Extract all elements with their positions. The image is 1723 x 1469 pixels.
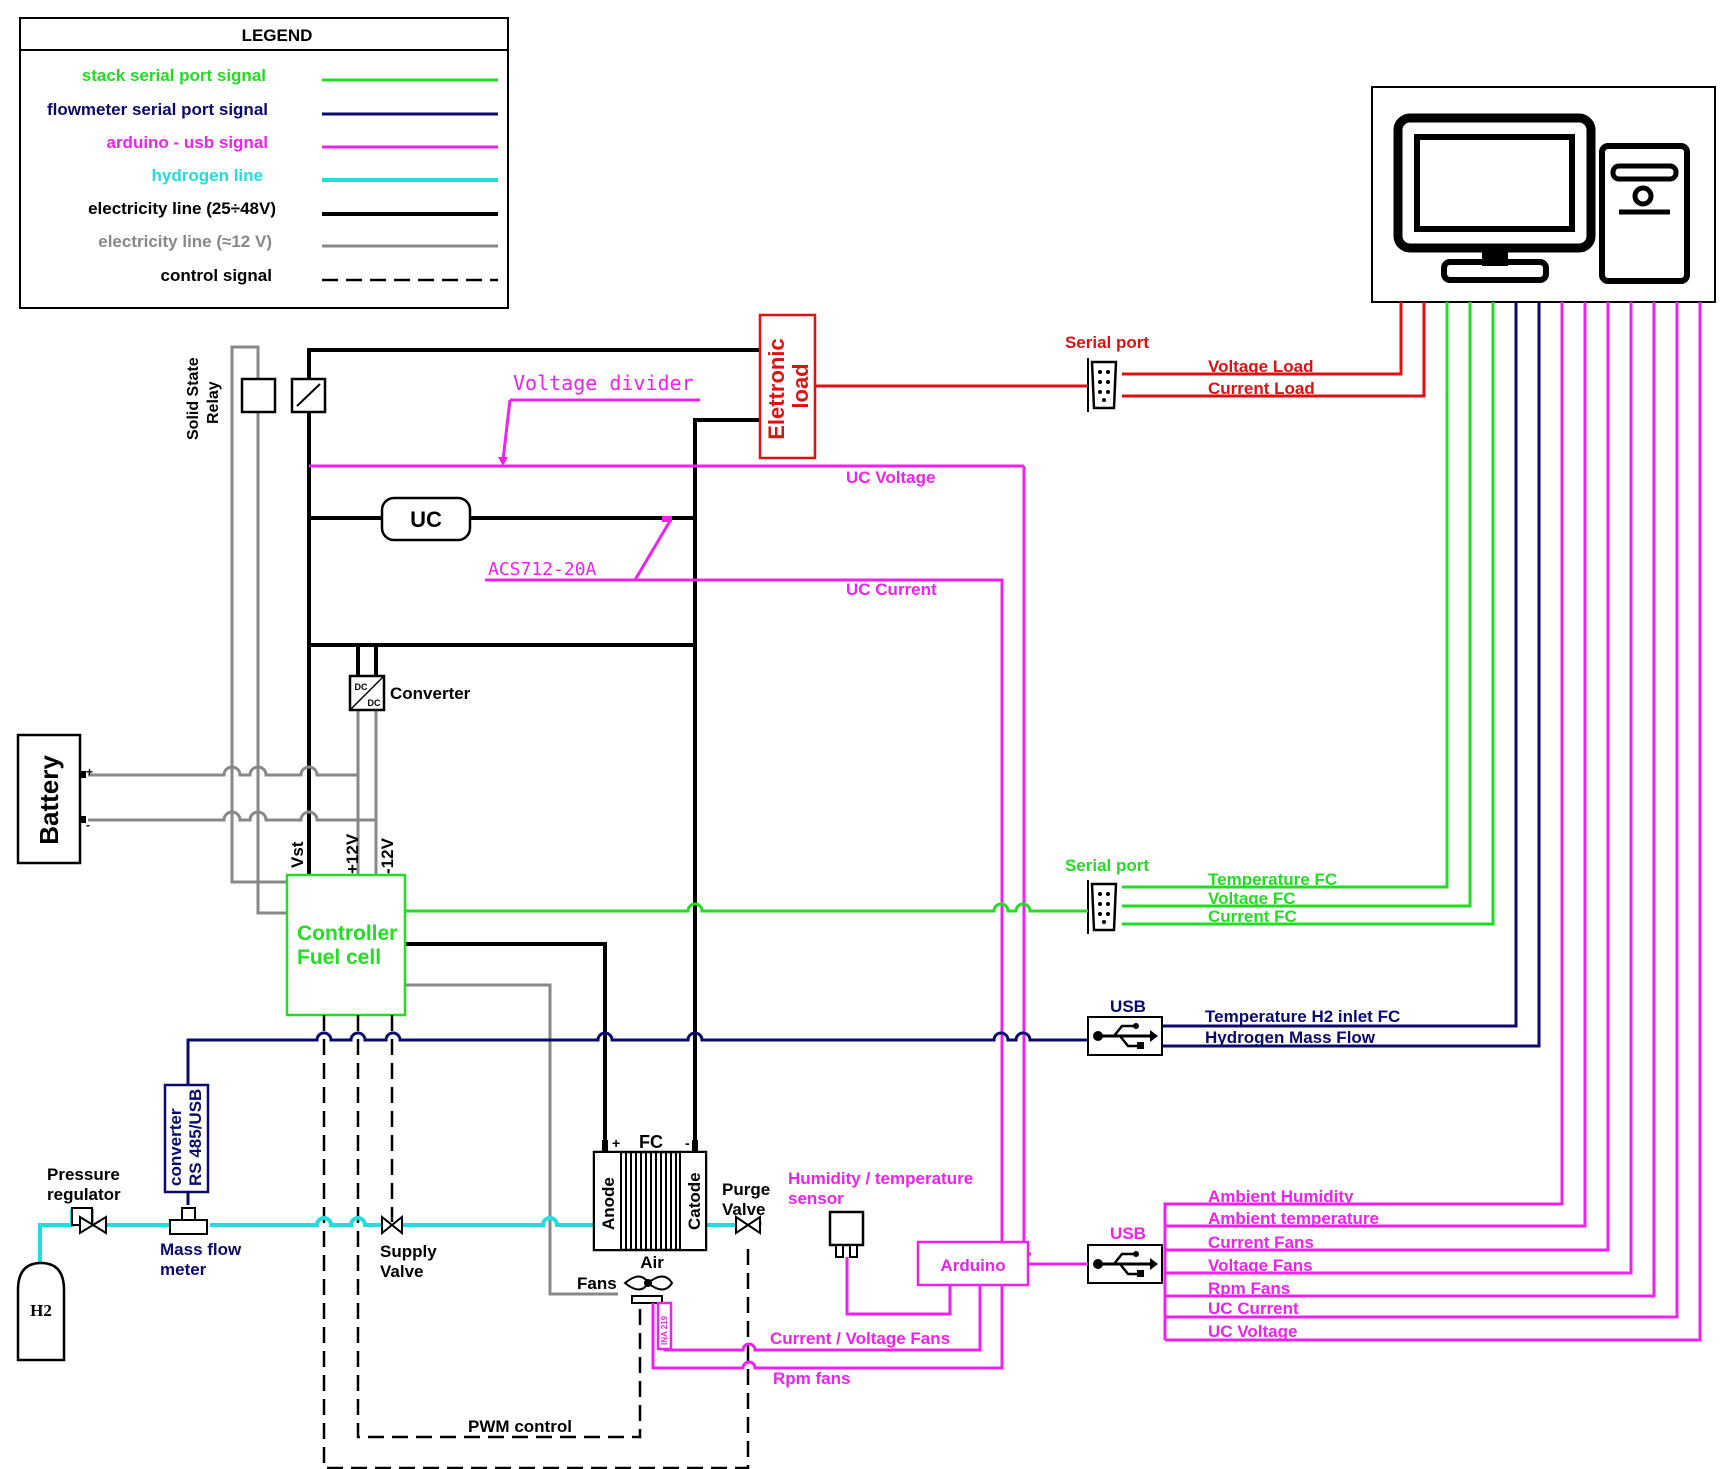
supply-valve xyxy=(381,1214,403,1236)
mass-flow-label: Mass flow meter xyxy=(160,1240,246,1279)
tower-icon xyxy=(1599,143,1690,284)
legend-label-elec48: electricity line (25÷48V) xyxy=(88,199,276,218)
controller-label: Controller Fuel cell xyxy=(297,922,403,969)
relay-label: Solid State Relay xyxy=(185,353,222,440)
usb-icon xyxy=(1093,1251,1158,1277)
battery-label: Battery xyxy=(34,755,64,845)
power-wiring xyxy=(88,345,760,1296)
air-label: Air xyxy=(640,1253,664,1272)
label-temp-h2: Temperature H2 inlet FC xyxy=(1205,1007,1400,1026)
battery xyxy=(16,733,82,865)
label-current-load: Current Load xyxy=(1208,379,1315,398)
converter-label: Converter xyxy=(390,684,471,703)
pressure-regulator xyxy=(71,1207,107,1235)
fc-minus: - xyxy=(685,1135,690,1151)
uc-voltage-label: UC Voltage xyxy=(846,468,935,487)
electronic-load-label: Elettronic load xyxy=(764,332,813,440)
minus12-label: -12V xyxy=(378,837,397,874)
current-voltage-fans-label: Current / Voltage Fans xyxy=(770,1329,950,1348)
label-voltage-fans: Voltage Fans xyxy=(1208,1256,1313,1275)
legend-label-hydrogen: hydrogen line xyxy=(152,166,263,185)
legend-label-control: control signal xyxy=(161,266,272,285)
rpm-fans-label: Rpm fans xyxy=(773,1369,850,1388)
label-uc-voltage-right: UC Voltage xyxy=(1208,1322,1297,1341)
usb-icon xyxy=(1093,1023,1158,1049)
legend-label-arduino: arduino - usb signal xyxy=(106,133,268,152)
fan-icon xyxy=(623,1275,674,1304)
acs712-label: ACS712-20A xyxy=(488,559,597,580)
voltage-divider-label: Voltage divider xyxy=(513,371,694,395)
fans-label: Fans xyxy=(577,1274,617,1293)
h2-tank: H2 xyxy=(16,1261,66,1362)
dc-dc-converter: DC DC xyxy=(348,674,386,712)
label-uc-current-right: UC Current xyxy=(1208,1299,1299,1318)
label-ambient-humidity: Ambient Humidity xyxy=(1208,1187,1354,1206)
purge-valve xyxy=(735,1215,761,1235)
relay-box-1 xyxy=(240,377,277,414)
label-h2-flow: Hydrogen Mass Flow xyxy=(1205,1028,1376,1047)
rs485-label: converter RS 485/USB xyxy=(166,1089,205,1186)
battery-minus: - xyxy=(86,818,90,832)
supply-valve-label: Supply Valve xyxy=(380,1242,441,1281)
legend-label-stack: stack serial port signal xyxy=(82,66,266,85)
ina219-label: INA 219 xyxy=(660,1315,669,1345)
electronic-load xyxy=(758,313,817,460)
humidity-sensor-label: Humidity / temperature sensor xyxy=(788,1169,978,1208)
mass-flow-meter xyxy=(169,1219,208,1235)
vst-label: Vst xyxy=(288,841,307,868)
usb-port-mid-label: USB xyxy=(1110,997,1146,1016)
legend-label-elec12: electricity line (≈12 V) xyxy=(98,232,272,251)
pwm-label: PWM control xyxy=(468,1417,572,1436)
label-current-fc: Current FC xyxy=(1208,907,1297,926)
uc-current-label: UC Current xyxy=(846,580,937,599)
monitor-icon xyxy=(1393,113,1596,283)
dc-top-label: DC xyxy=(355,682,368,692)
humidity-sensor xyxy=(828,1210,865,1258)
uc-capacitor xyxy=(380,496,472,542)
catode-label: Catode xyxy=(685,1172,704,1230)
label-ambient-temperature: Ambient temperature xyxy=(1208,1209,1379,1228)
uc-label: UC xyxy=(410,507,442,532)
h2-label: H2 xyxy=(30,1301,52,1320)
label-voltage-fc: Voltage FC xyxy=(1208,889,1296,908)
label-temperature-fc: Temperature FC xyxy=(1208,870,1337,889)
computer-cables xyxy=(1122,302,1702,1342)
legend-label-flowmeter: flowmeter serial port signal xyxy=(47,100,268,119)
control-lines xyxy=(322,1015,750,1469)
usb-port-mid: USB xyxy=(1087,997,1163,1056)
purge-valve-label: Purge Valve xyxy=(722,1180,775,1219)
computer xyxy=(1371,86,1716,303)
db9-connector-icon xyxy=(1090,360,1118,410)
signal-labels: Voltage Load Current Load Temperature FC… xyxy=(1205,357,1400,1341)
label-current-fans: Current Fans xyxy=(1208,1233,1314,1252)
fc-label: FC xyxy=(639,1132,663,1152)
arduino-label: Arduino xyxy=(940,1256,1005,1275)
serial-port-mid-label: Serial port xyxy=(1065,856,1149,875)
dc-bottom-label: DC xyxy=(368,698,381,708)
fan-signal-lines xyxy=(651,1254,1004,1370)
serial-port-top-label: Serial port xyxy=(1065,333,1149,352)
legend-title: LEGEND xyxy=(242,26,313,45)
plus12-label: +12V xyxy=(343,833,362,874)
anode-label: Anode xyxy=(599,1177,618,1230)
usb-port-bottom-label: USB xyxy=(1110,1224,1146,1243)
fc-plus: + xyxy=(612,1135,620,1151)
label-rpm-fans: Rpm Fans xyxy=(1208,1279,1290,1298)
pressure-regulator-label: Pressure regulator xyxy=(47,1165,125,1204)
serial-port-mid: Serial port xyxy=(1065,856,1149,934)
serial-port-top: Serial port xyxy=(1065,333,1149,412)
legend: LEGEND stack serial port signal flowmete… xyxy=(19,17,509,309)
usb-port-bottom: USB xyxy=(1087,1224,1163,1284)
controller-fuel-cell xyxy=(285,873,407,1017)
db9-connector-icon xyxy=(1090,882,1118,932)
battery-plus: + xyxy=(86,765,93,779)
rs485-converter xyxy=(163,1083,210,1194)
fuel-cell-stack xyxy=(592,1140,708,1252)
label-voltage-load: Voltage Load xyxy=(1208,357,1313,376)
